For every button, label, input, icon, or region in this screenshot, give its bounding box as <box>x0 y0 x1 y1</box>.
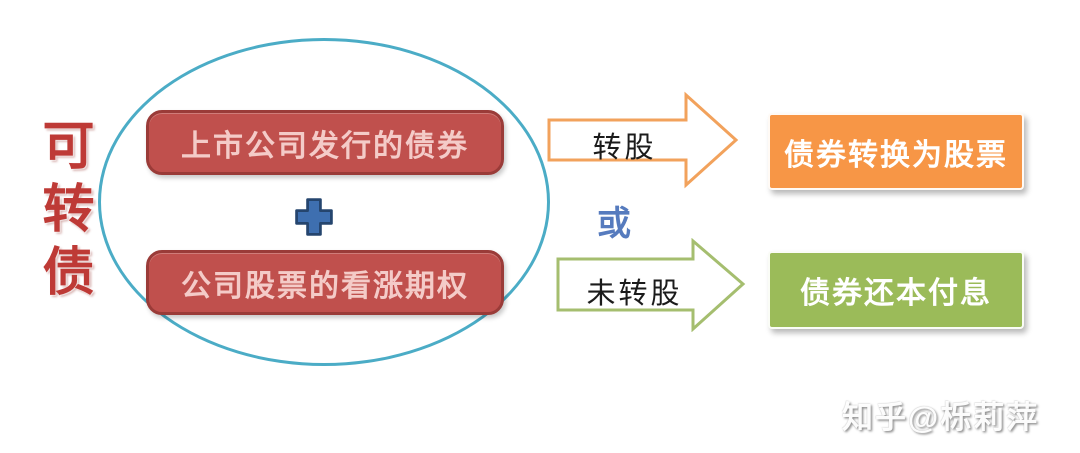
component-box-call-option: 公司股票的看涨期权 <box>146 250 504 315</box>
grouping-ellipse <box>98 38 550 366</box>
convert-arrow-icon <box>547 91 739 189</box>
result-box-principal-and-interest: 债券还本付息 <box>768 251 1024 329</box>
plus-icon <box>295 198 333 236</box>
not-convert-arrow-label: 未转股 <box>586 278 683 310</box>
diagram-title: 可转债 <box>34 118 92 307</box>
or-connector-label: 或 <box>597 205 631 243</box>
not-convert-arrow-icon <box>556 238 746 332</box>
convert-arrow-label: 转股 <box>592 132 657 164</box>
watermark: 知乎@栎莉萍 <box>842 400 1040 435</box>
component-box-bond: 上市公司发行的债券 <box>146 110 504 175</box>
result-box-converted-to-stock: 债券转换为股票 <box>768 113 1024 190</box>
